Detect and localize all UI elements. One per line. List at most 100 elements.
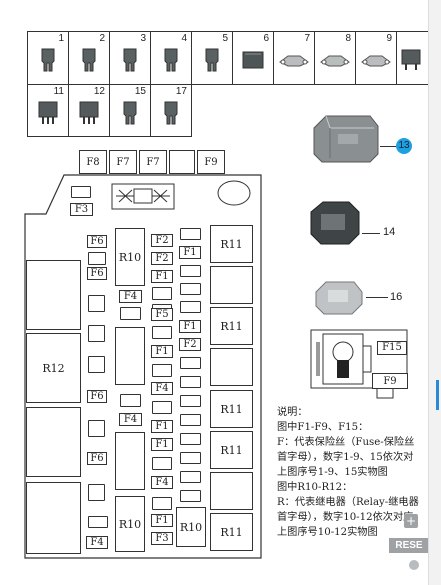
legend-cell-15: 15 bbox=[109, 84, 151, 137]
fuse-label-f4: F4 bbox=[86, 536, 108, 549]
explanation-line: 说明： bbox=[277, 407, 308, 418]
relay-photo bbox=[313, 115, 379, 163]
legend-number: 2 bbox=[99, 33, 105, 44]
fuse-slot bbox=[88, 295, 105, 312]
callout-13: 13 bbox=[396, 138, 412, 154]
explanation-line: 图中F1-F9、F15： bbox=[277, 422, 369, 433]
scroll-indicator[interactable] bbox=[409, 560, 419, 570]
fuse-label-f5: F5 bbox=[151, 308, 173, 321]
fuse-slot bbox=[152, 364, 172, 377]
legend-cell-4: 4 bbox=[150, 31, 192, 85]
relay-label-r11: R11 bbox=[210, 513, 253, 551]
legend-cell-6: 6 bbox=[232, 31, 274, 85]
fuse-label-f6: F6 bbox=[87, 452, 107, 465]
fuse-slot bbox=[180, 228, 201, 240]
fuse-label-f1: F1 bbox=[151, 438, 173, 451]
legend-cell-1: 1 bbox=[27, 31, 69, 85]
fuse-holder-photo bbox=[315, 281, 363, 315]
fuse-slot bbox=[88, 484, 105, 501]
fuse-label-f6: F6 bbox=[87, 267, 107, 280]
legend-cell-17: 17 bbox=[150, 84, 192, 137]
relay-base-photo bbox=[310, 201, 360, 245]
legend-number: 4 bbox=[181, 33, 187, 44]
bolt-fuse-icon bbox=[361, 55, 391, 67]
fuse-slot bbox=[180, 283, 201, 295]
explanation-line: R：代表继电器（Relay-继电器 bbox=[277, 497, 419, 508]
top-label-f7: F7 bbox=[109, 150, 137, 174]
relay-label-r10: R10 bbox=[115, 228, 145, 286]
fuse-label-f6: F6 bbox=[87, 390, 107, 403]
relay-icon bbox=[38, 101, 58, 124]
legend-number: 12 bbox=[93, 86, 105, 97]
legend-cell-11: 11 bbox=[27, 84, 69, 137]
fuse-slot bbox=[180, 301, 201, 313]
fuse-label-f1: F1 bbox=[151, 270, 173, 283]
legend-number: 8 bbox=[345, 33, 351, 44]
relay-slot bbox=[210, 472, 253, 510]
relay-label-r11: R11 bbox=[210, 390, 253, 428]
callout-line bbox=[380, 146, 396, 147]
page-edge bbox=[428, 0, 441, 585]
explanation-line: 图中R10-R12： bbox=[277, 482, 353, 493]
fuse-label-f9: F9 bbox=[372, 373, 408, 389]
callout-line bbox=[362, 233, 380, 234]
fuse-slot bbox=[152, 457, 172, 470]
explanation-line: 上图序号1-9、15实物图 bbox=[277, 467, 388, 478]
legend-number: 5 bbox=[222, 33, 228, 44]
scrollbar-thumb[interactable] bbox=[436, 380, 439, 410]
fuse-label-f1: F1 bbox=[151, 345, 173, 358]
legend-cell-5: 5 bbox=[191, 31, 233, 85]
legend-cell-2: 2 bbox=[68, 31, 110, 85]
relay-label-r11: R11 bbox=[210, 225, 253, 263]
fuse-slot bbox=[88, 252, 106, 265]
fuse-slot bbox=[180, 471, 201, 483]
explanation-line: F：代表保险丝（Fuse-保险丝 bbox=[277, 437, 415, 448]
fuse-slot bbox=[88, 516, 108, 528]
fuse-label-f1: F1 bbox=[151, 514, 173, 527]
relay-label-r11: R11 bbox=[210, 431, 253, 469]
blade-fuse-icon bbox=[164, 48, 178, 72]
legend-number: 15 bbox=[134, 86, 146, 97]
fuse-slot bbox=[71, 186, 91, 198]
maxi-fuse-icon bbox=[242, 51, 264, 69]
fuse-label-f4: F4 bbox=[119, 290, 142, 303]
blade-fuse-icon bbox=[123, 48, 137, 72]
fuse-label-f4: F4 bbox=[119, 413, 142, 426]
explanation-text: 说明： 图中F1-F9、F15： F：代表保险丝（Fuse-保险丝 首字母），数… bbox=[277, 405, 437, 540]
explanation-line: 首字母），数字1-9、15依次对 bbox=[277, 452, 414, 463]
top-label-empty bbox=[169, 150, 195, 174]
fuse-label-f2: F2 bbox=[179, 338, 201, 351]
fuse-slot bbox=[152, 497, 172, 510]
relay-slot bbox=[115, 432, 145, 490]
reset-button[interactable]: RESE bbox=[389, 538, 429, 553]
callout-line bbox=[366, 297, 388, 298]
legend-number: 9 bbox=[386, 33, 392, 44]
callout-14: 14 bbox=[383, 226, 396, 238]
fuse-slot bbox=[180, 395, 201, 407]
fuse-slot bbox=[180, 490, 201, 502]
relay-icon bbox=[79, 101, 99, 124]
relay-slot bbox=[210, 348, 253, 386]
fuse-slot bbox=[120, 394, 141, 407]
bolt-fuse-icon bbox=[279, 55, 309, 67]
fuse-label-f4: F4 bbox=[151, 382, 173, 395]
relay-slot bbox=[115, 327, 145, 385]
fuse-label-f3: F3 bbox=[151, 532, 173, 545]
relay-icon bbox=[401, 49, 421, 71]
fuse-slot bbox=[180, 357, 201, 369]
legend-number: 11 bbox=[53, 86, 64, 97]
fuse-slot bbox=[88, 356, 105, 373]
zoom-in-button[interactable]: + bbox=[404, 514, 418, 528]
fuse-label-f15: F15 bbox=[377, 341, 407, 355]
legend-number: 3 bbox=[140, 33, 146, 44]
blade-fuse-icon bbox=[82, 48, 96, 72]
fuse-slot bbox=[180, 376, 201, 388]
relay-label-r12: R12 bbox=[26, 333, 81, 403]
relay-label-r10: R10 bbox=[115, 496, 145, 552]
fuse-label-f1: F1 bbox=[179, 320, 201, 333]
legend-cell-9: 9 bbox=[355, 31, 397, 85]
fuse-slot bbox=[88, 420, 105, 437]
fuse-slot bbox=[180, 414, 201, 426]
relay-slot bbox=[26, 260, 81, 330]
blade-fuse-icon bbox=[41, 48, 55, 72]
